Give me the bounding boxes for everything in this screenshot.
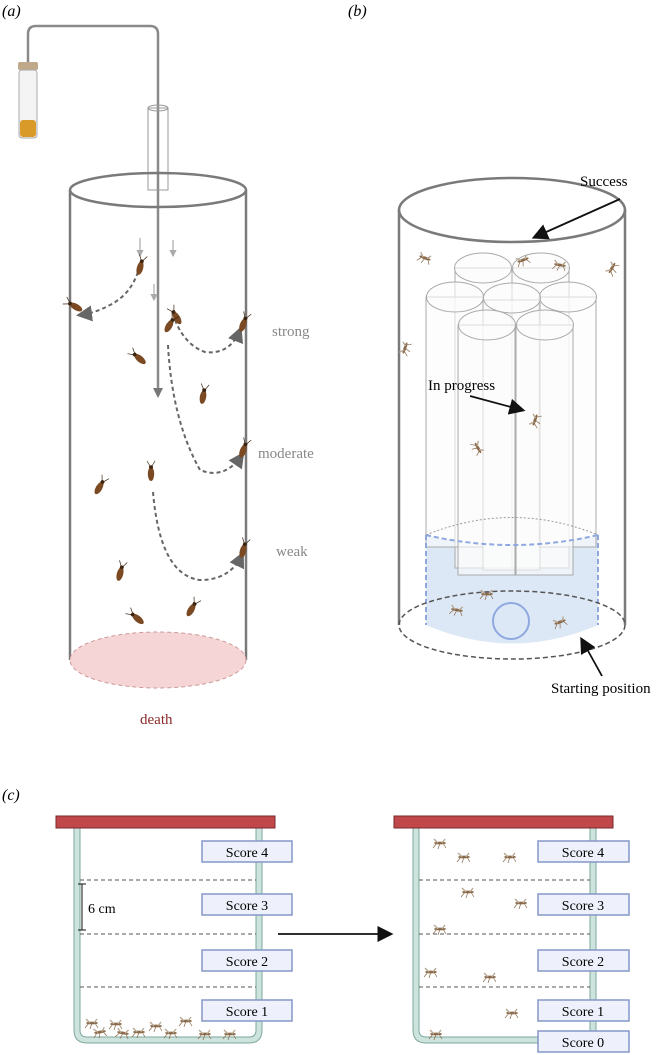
score-box-after-1: Score 1 xyxy=(537,999,630,1022)
path-moderate xyxy=(167,344,245,474)
svg-text:Score 4: Score 4 xyxy=(562,846,604,861)
svg-text:Score 0: Score 0 xyxy=(562,1036,604,1051)
svg-text:Score 2: Score 2 xyxy=(226,955,268,970)
svg-text:Score 2: Score 2 xyxy=(562,955,604,970)
path-weak xyxy=(152,491,245,582)
label-starting-position: Starting position xyxy=(551,681,651,697)
svg-text:Score 3: Score 3 xyxy=(226,899,268,914)
score-box-before-4: Score 4 xyxy=(201,840,293,863)
container-before: 6 cm Score 4 Score 3 Score 2 Score 1 xyxy=(55,815,293,1044)
svg-text:Score 3: Score 3 xyxy=(562,899,604,914)
label-weak: weak xyxy=(276,544,308,560)
cylinder-b-bottom xyxy=(398,590,626,660)
score-box-before-3: Score 3 xyxy=(201,893,293,916)
panel-b: (b) xyxy=(348,3,651,697)
label-death: death xyxy=(140,712,173,728)
panel-a-label: (a) xyxy=(2,3,21,20)
start-circle xyxy=(492,602,530,640)
lid-left xyxy=(55,815,276,829)
air-flow-arrowhead xyxy=(153,388,163,398)
distance-label: 6 cm xyxy=(88,902,116,917)
svg-text:Score 1: Score 1 xyxy=(562,1005,604,1020)
label-strong: strong xyxy=(272,324,310,340)
vial-icon xyxy=(18,62,38,139)
svg-text:Score 4: Score 4 xyxy=(226,846,268,861)
label-in-progress: In progress xyxy=(428,378,495,394)
panel-c: (c) 6 cm Score 4 Score 3 Score 2 xyxy=(2,787,630,1053)
score-box-after-4: Score 4 xyxy=(537,840,630,863)
label-moderate: moderate xyxy=(258,446,314,462)
score-box-before-2: Score 2 xyxy=(201,949,293,972)
label-success: Success xyxy=(580,174,628,190)
death-floor xyxy=(69,631,247,689)
container-after: Score 4 Score 3 Score 2 Score 1 Score 0 xyxy=(393,815,630,1053)
path-strong xyxy=(174,319,243,354)
inlet-tube xyxy=(147,107,169,191)
panel-c-label: (c) xyxy=(2,787,20,804)
air-tube xyxy=(26,24,160,396)
score-box-before-1: Score 1 xyxy=(201,999,293,1022)
lid-right xyxy=(393,815,614,829)
svg-text:Score 1: Score 1 xyxy=(226,1005,268,1020)
tube-bundle xyxy=(425,252,597,576)
path-left xyxy=(76,271,139,322)
panel-b-label: (b) xyxy=(348,3,367,20)
panel-a: (a) xyxy=(2,3,314,728)
score-box-after-0: Score 0 xyxy=(537,1030,630,1053)
score-box-after-3: Score 3 xyxy=(537,893,630,916)
score-box-after-2: Score 2 xyxy=(537,949,630,972)
